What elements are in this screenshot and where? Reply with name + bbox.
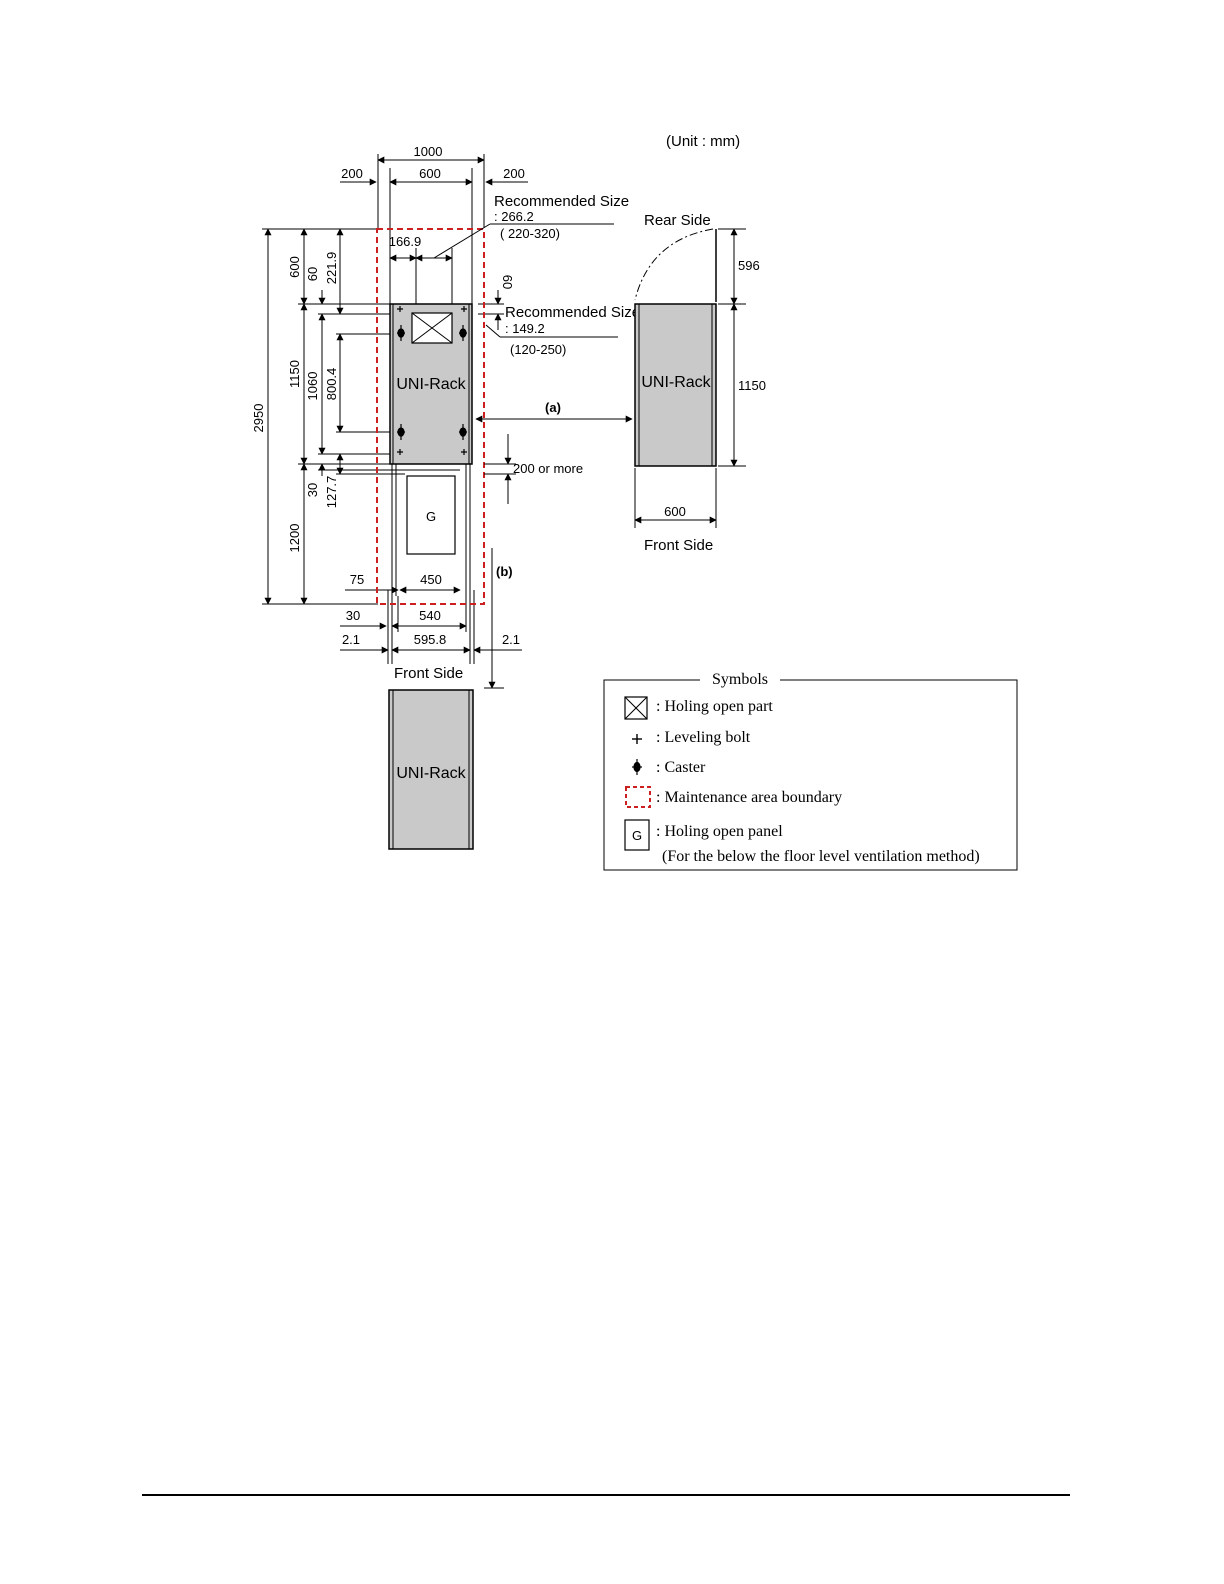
marker-a: (a) [545, 400, 561, 415]
panel-label: G [426, 509, 436, 524]
clearance-front-label: 200 or more [513, 461, 583, 476]
dim-rail-offset: 30 [346, 608, 360, 623]
dim-opening-offset: 166.9 [389, 234, 422, 249]
recommended-size-2-value: : 149.2 [505, 321, 545, 336]
dim-side-rack-height: 1150 [738, 378, 766, 393]
front-side-label-side: Front Side [644, 537, 713, 554]
dim-front-clearance: 1200 [287, 524, 302, 553]
dim-caster-span: 800.4 [324, 368, 339, 401]
dim-rear-offset: 60 [305, 267, 320, 281]
leveling-bolts [397, 306, 467, 455]
dim-overall-width: 1000 [414, 144, 443, 159]
legend-title: Symbols [712, 671, 768, 688]
legend-note: (For the below the floor level ventilati… [662, 848, 980, 865]
maintenance-boundary-icon [625, 786, 651, 808]
front-side-label-top: Front Side [394, 665, 463, 682]
rack-label-front: UNI-Rack [396, 765, 466, 782]
holing-open-panel-icon-label: G [632, 828, 642, 843]
symbols-legend: Symbols : Holing open part : Leveling bo… [603, 670, 1018, 871]
legend-item-caster: : Caster [656, 759, 706, 776]
rear-side-label: Rear Side [644, 212, 711, 229]
dim-side-rack-width: 600 [664, 504, 686, 519]
legend-item-maintenance-boundary: : Maintenance area boundary [656, 789, 842, 806]
dim-gap-right: 2.1 [502, 632, 520, 647]
unit-label: (Unit : mm) [666, 133, 740, 150]
footer-divider [142, 1494, 1070, 1496]
horizontal-dimension-lines [340, 156, 528, 664]
legend-item-leveling-bolt: : Leveling bolt [656, 729, 751, 746]
marker-b: (b) [496, 564, 513, 579]
dim-rack-width: 600 [419, 166, 441, 181]
top-view: 1000 200 600 200 166.9 75 450 30 540 2.1… [251, 144, 640, 689]
recommended-size-1-title: Recommended Size [494, 193, 629, 210]
vertical-dimension-lines [264, 228, 504, 605]
front-view: UNI-Rack [388, 689, 474, 850]
holing-open-panel-icon [624, 819, 650, 851]
side-view: Rear Side UNI-Rack 596 1150 600 Front Si… [634, 212, 766, 554]
dim-rail-outer: 595.8 [414, 632, 447, 647]
rack-side-view [634, 303, 717, 467]
dim-front-offset: 30 [305, 483, 320, 497]
dim-right-offset: 60 [500, 275, 515, 289]
dim-right-margin: 200 [503, 166, 525, 181]
caster-icon [632, 759, 642, 775]
dim-panel-offset: 75 [350, 572, 364, 587]
casters [397, 325, 467, 440]
recommended-size-1-value: : 266.2 [494, 209, 534, 224]
dim-opening-depth: 221.9 [324, 252, 339, 285]
dim-bolt-span: 1060 [305, 372, 320, 401]
holing-open-part-icon [624, 696, 648, 720]
rack-label-side: UNI-Rack [641, 374, 711, 391]
dim-rear-clearance: 600 [287, 256, 302, 278]
door-swing-arc [634, 228, 714, 301]
dim-panel-width: 450 [420, 572, 442, 587]
dim-rack-depth: 1150 [287, 360, 302, 388]
dim-overall-depth: 2950 [251, 404, 266, 433]
leveling-bolt-icon [632, 734, 642, 744]
recommended-size-1-range: ( 220-320) [500, 226, 560, 241]
legend-item-holing-open-panel: : Holing open panel [656, 823, 783, 840]
dim-panel-depth: 127.7 [324, 476, 339, 509]
dim-left-margin: 200 [341, 166, 363, 181]
floor-rails [391, 464, 471, 596]
holing-open-panel [406, 475, 456, 555]
holing-open-part [411, 312, 453, 344]
legend-item-holing-open-part: : Holing open part [656, 698, 773, 715]
dim-door-height: 596 [738, 258, 760, 273]
rack-label-top: UNI-Rack [396, 376, 466, 393]
recommended-size-2-range: (120-250) [510, 342, 566, 357]
recommended-size-2-title: Recommended Size [505, 304, 640, 321]
dim-gap-left: 2.1 [342, 632, 360, 647]
dim-rail-span: 540 [419, 608, 441, 623]
rack-front-view [388, 689, 474, 850]
